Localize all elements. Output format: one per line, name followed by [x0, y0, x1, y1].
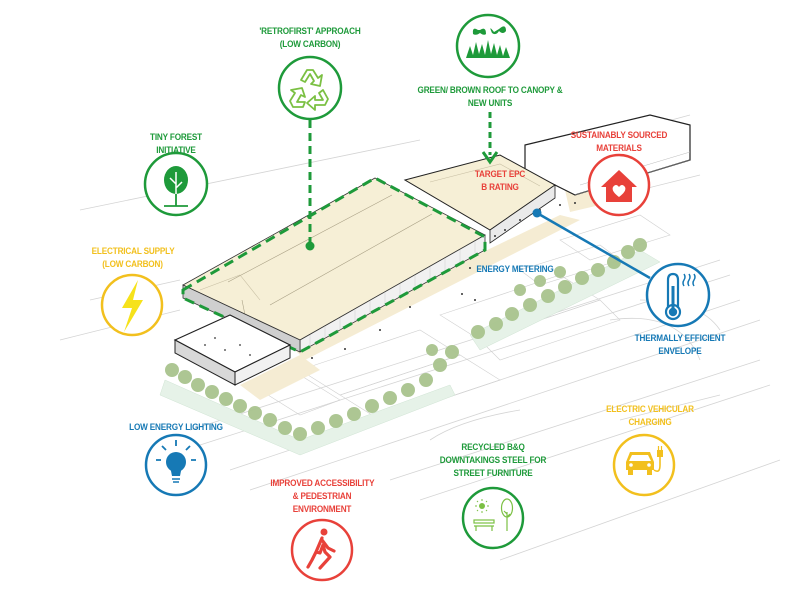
callout-retrofirst-line2: (LOW CARBON)	[279, 39, 341, 50]
thermometer-icon	[645, 262, 711, 328]
callout-electrical-supply-line1: ELECTRICAL SUPPLY	[91, 246, 175, 257]
house-heart-icon	[587, 153, 651, 217]
garden-centre	[173, 314, 292, 386]
recycle-icon	[277, 55, 343, 121]
callout-tiny-forest-line2: INITIATIVE	[156, 145, 196, 156]
callout-sustainable-materials: SUSTAINABLY SOURCED MATERIALS	[567, 129, 670, 155]
callout-accessibility-line2: & PEDESTRIAN	[292, 491, 352, 502]
callout-recycled-steel-line2: DOWNTAKINGS STEEL FOR	[439, 455, 547, 466]
landscape-strips	[159, 249, 661, 456]
callout-electrical-supply-line2: (LOW CARBON)	[102, 259, 163, 270]
bench-tree-sun-icon	[461, 486, 525, 550]
callout-thermal-envelope-line2: ENVELOPE	[658, 346, 702, 357]
callout-accessibility: IMPROVED ACCESSIBILITY & PEDESTRIAN ENVI…	[270, 477, 375, 516]
grass-butterflies-icon	[455, 13, 521, 79]
pedestrians	[311, 202, 576, 359]
callout-target-epc-line1: TARGET EPC	[474, 169, 526, 180]
callout-recycled-steel: RECYCLED B&Q DOWNTAKINGS STEEL FOR STREE…	[437, 441, 549, 480]
pedestrian-icon	[290, 518, 354, 582]
callout-green-roof: GREEN/ BROWN ROOF TO CANOPY & NEW UNITS	[404, 84, 576, 110]
callout-low-energy-lighting: LOW ENERGY LIGHTING	[124, 421, 227, 434]
callout-ev-charging: ELECTRIC VEHICULAR CHARGING	[603, 403, 698, 429]
callout-energy-metering: ENERGY METERING	[472, 263, 558, 276]
canopy-extension	[403, 154, 556, 244]
callout-target-epc-line2: B RATING	[481, 182, 519, 193]
callout-target-epc: TARGET EPC B RATING	[466, 168, 535, 194]
callout-low-energy-lighting-line1: LOW ENERGY LIGHTING	[129, 422, 223, 433]
lightning-icon	[100, 273, 164, 337]
callout-retrofirst-line1: 'RETROFIRST' APPROACH	[259, 26, 361, 37]
callout-accessibility-line3: ENVIRONMENT	[292, 504, 352, 515]
callout-electrical-supply: ELECTRICAL SUPPLY (LOW CARBON)	[91, 245, 175, 271]
callout-retrofirst: 'RETROFIRST' APPROACH (LOW CARBON)	[241, 25, 379, 51]
callout-recycled-steel-line1: RECYCLED B&Q	[461, 442, 525, 453]
pavement	[240, 185, 600, 400]
tree-icon	[143, 151, 209, 217]
callout-ev-charging-line2: CHARGING	[628, 417, 672, 428]
callout-tiny-forest: TINY FOREST INITIATIVE	[133, 131, 219, 157]
callout-recycled-steel-line3: STREET FURNITURE	[453, 468, 533, 479]
callout-green-roof-line1: GREEN/ BROWN ROOF TO CANOPY &	[417, 85, 563, 96]
callout-sustainable-materials-line2: MATERIALS	[596, 143, 642, 154]
lightbulb-icon	[144, 433, 208, 497]
callout-tiny-forest-line1: TINY FOREST	[150, 132, 202, 143]
callout-connectors	[305, 112, 651, 280]
trees	[165, 238, 647, 441]
callout-accessibility-line1: IMPROVED ACCESSIBILITY	[270, 478, 375, 489]
callout-green-roof-line2: NEW UNITS	[467, 98, 513, 109]
callout-thermal-envelope-line1: THERMALLY EFFICIENT	[634, 333, 726, 344]
callout-energy-metering-line1: ENERGY METERING	[476, 264, 554, 275]
callout-thermal-envelope: THERMALLY EFFICIENT ENVELOPE	[633, 332, 728, 358]
callout-sustainable-materials-line1: SUSTAINABLY SOURCED	[570, 130, 668, 141]
callout-ev-charging-line1: ELECTRIC VEHICULAR	[606, 404, 694, 415]
ev-car-plug-icon	[612, 433, 676, 497]
